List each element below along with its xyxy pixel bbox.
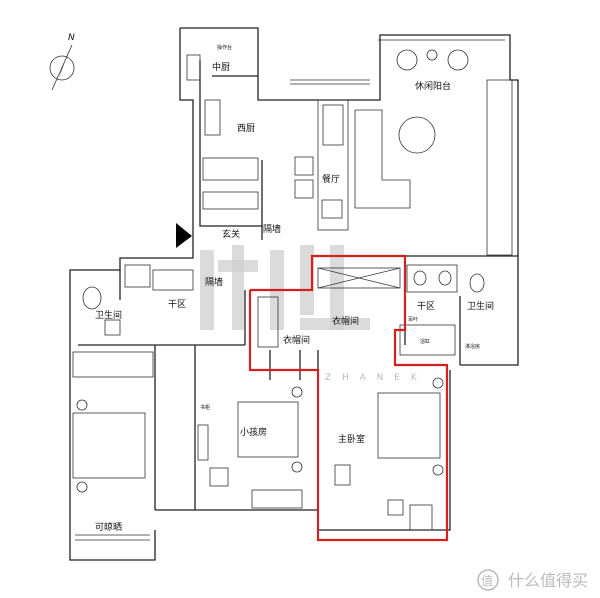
label-western-kitchen: 西厨 xyxy=(237,123,255,134)
bathtub xyxy=(399,324,456,356)
label-master-bedroom: 主卧室 xyxy=(338,433,365,445)
stove xyxy=(186,54,201,81)
label-louver: 百叶 xyxy=(408,316,418,323)
label-leisure-balcony: 休闲阳台 xyxy=(415,80,451,92)
entrance-arrow-icon xyxy=(176,223,192,248)
label-dry-area-left: 干区 xyxy=(168,299,186,310)
bed-master xyxy=(377,392,441,459)
label-partition-1: 隔墙 xyxy=(263,223,281,235)
label-bathroom-right: 卫生间 xyxy=(467,300,494,312)
bed-left xyxy=(72,412,146,479)
label-bathtub: 浴缸 xyxy=(420,338,430,345)
label-kids-room: 小孩房 xyxy=(240,426,267,438)
bed-kids xyxy=(237,401,299,458)
furniture xyxy=(72,49,513,531)
label-dry-area-right: 干区 xyxy=(417,301,435,312)
label-partition-2: 隔墙 xyxy=(205,276,223,288)
watermark-sub: Z H A N E K xyxy=(325,373,421,383)
storage-cabinet xyxy=(486,79,513,256)
logo-text: 什么值得买 xyxy=(508,571,588,590)
dining-table xyxy=(317,99,349,231)
label-cloakroom-small: 衣帽间 xyxy=(283,334,310,346)
sofa xyxy=(354,109,411,209)
sink xyxy=(204,99,221,136)
label-cloakroom-main: 衣帽间 xyxy=(332,315,359,327)
label-bathroom-left: 卫生间 xyxy=(95,309,122,321)
label-dining: 餐厅 xyxy=(322,173,340,185)
logo-badge: 值 xyxy=(481,573,493,588)
label-drying-balcony: 可晾晒 xyxy=(95,521,122,533)
coffee-table xyxy=(398,116,436,154)
label-bookcase: 书柜 xyxy=(200,404,210,411)
master-suite-highlight xyxy=(248,254,449,542)
label-chinese-kitchen: 中厨 xyxy=(212,61,230,73)
walls xyxy=(69,27,519,561)
label-operation-counter: 操作台 xyxy=(217,44,232,51)
label-entrance: 玄关 xyxy=(222,228,240,240)
label-shower: 淋浴房 xyxy=(465,343,480,350)
svg-text:N: N xyxy=(68,33,75,43)
site-logo: 值 什么值得买 xyxy=(477,569,588,591)
north-compass-icon: N xyxy=(49,33,75,91)
watermark: Z H A N E K xyxy=(200,245,421,383)
wardrobe xyxy=(317,267,401,289)
